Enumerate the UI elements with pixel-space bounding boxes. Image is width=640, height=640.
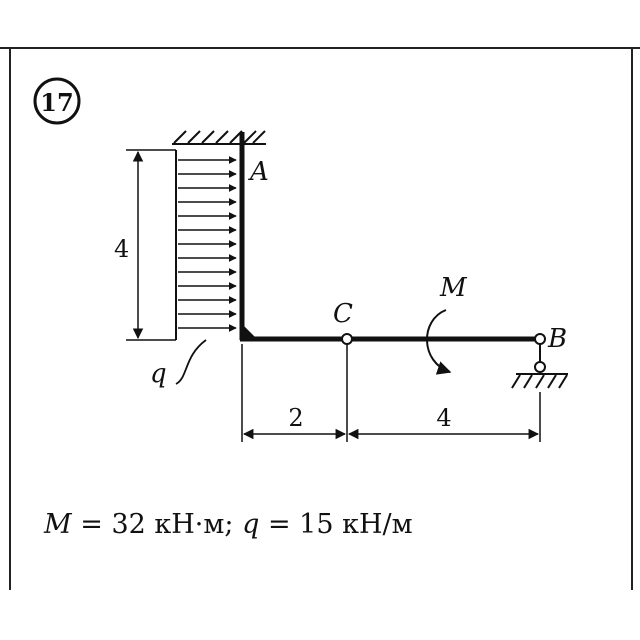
formula-q-symbol: q	[242, 509, 259, 540]
given-values: M = 32 кН·м; q = 15 кН/м	[43, 509, 413, 540]
formula-q-value: = 15 кН/м	[259, 509, 412, 540]
formula-m-value: = 32 кН·м;	[72, 509, 242, 540]
dimension-vertical	[126, 149, 176, 341]
moment-m: M	[426, 273, 468, 375]
load-arrows	[178, 156, 237, 332]
fixed-support-hatch	[172, 130, 266, 145]
point-a-label: A	[248, 157, 269, 187]
point-b-label: B	[547, 324, 567, 354]
roller-support-b	[511, 333, 568, 389]
formula-m-symbol: M	[43, 509, 73, 540]
dimension-ac-value: 2	[288, 404, 303, 432]
distributed-load-q: q	[150, 150, 237, 389]
problem-number: 17	[40, 88, 73, 117]
corner-joint	[242, 324, 258, 340]
point-c-label: C	[333, 299, 353, 329]
hinge-c	[341, 333, 353, 345]
dimension-vertical-value: 4	[114, 235, 129, 263]
load-label-q: q	[150, 359, 167, 389]
dimension-horizontal	[241, 344, 541, 442]
dimension-cb-value: 4	[436, 404, 451, 432]
problem-number-badge: 17	[33, 77, 81, 125]
moment-label-m: M	[439, 273, 468, 303]
